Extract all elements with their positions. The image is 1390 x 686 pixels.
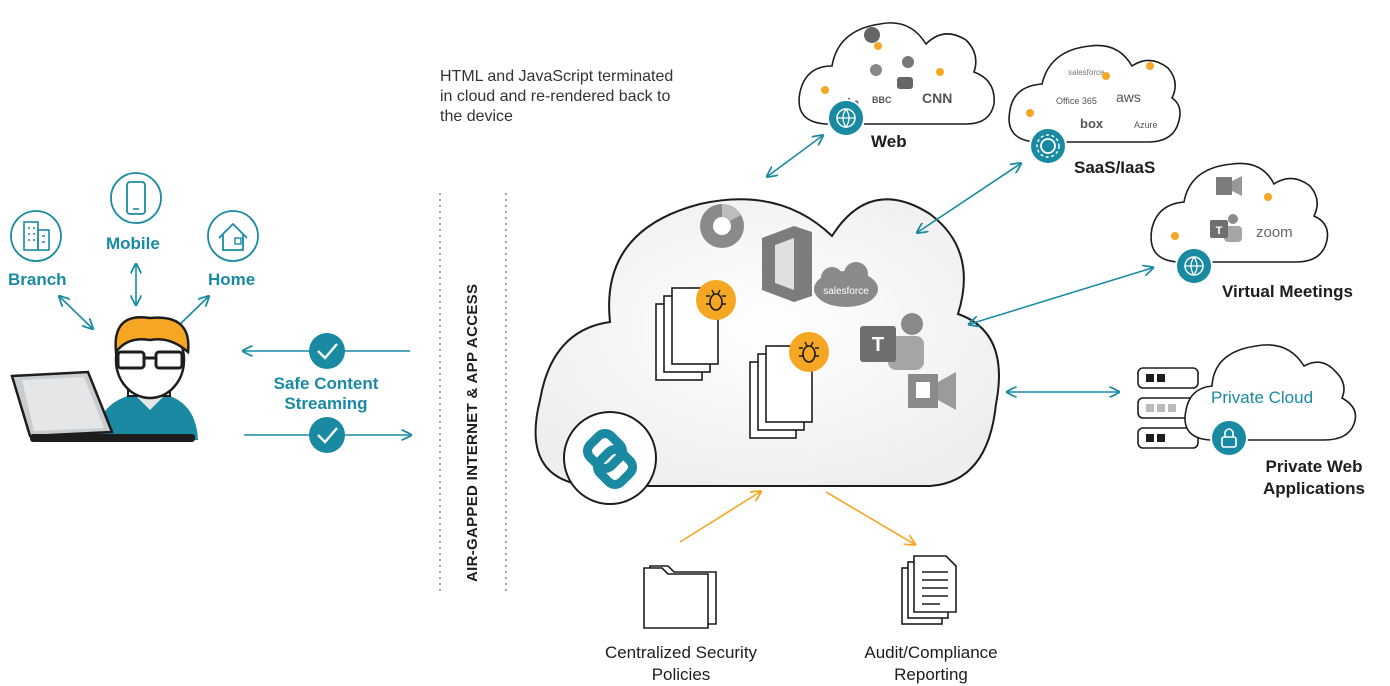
branch-arrow [60, 297, 92, 328]
web-cloud [798, 22, 995, 125]
branch-icon [10, 210, 62, 262]
biohazard-icon [936, 68, 944, 76]
saas-arrow [918, 164, 1020, 232]
brand-logo [563, 411, 657, 505]
biohazard-icon [1146, 62, 1154, 70]
salesforce-icon: salesforce [814, 262, 878, 307]
audit-label-line: Reporting [894, 665, 968, 684]
check-icon [309, 417, 345, 453]
home-label: Home [208, 270, 256, 289]
globe-icon [827, 99, 865, 137]
lock-icon [1210, 419, 1248, 457]
box-logo: box [1080, 116, 1104, 131]
policies-label-line: Centralized Security [604, 643, 758, 662]
server-rack [1137, 367, 1199, 449]
biohazard-icon [874, 42, 882, 50]
private-cloud-label: Private Cloud [1211, 388, 1314, 407]
policies-label-line: Policies [651, 665, 711, 684]
teams-icon: T [860, 313, 924, 370]
video-meet-icon [908, 372, 956, 410]
render-note-line: in cloud and re-rendered back to [440, 88, 671, 105]
audit-arrow [825, 491, 914, 544]
check-icon [309, 333, 345, 369]
policies-label: Centralized Security Policies [566, 642, 796, 686]
svg-text:T: T [872, 334, 884, 356]
nytimes-icon [870, 64, 882, 76]
bbc-logo: BBC [872, 95, 892, 105]
biohazard-icon [821, 86, 829, 94]
blogger-icon [864, 27, 880, 43]
streaming-label-line: Streaming [284, 394, 368, 413]
folder-icon [643, 565, 717, 629]
streaming-label: Safe Content Streaming [256, 374, 396, 414]
gear-icon [1029, 127, 1067, 165]
home-icon [207, 210, 259, 262]
office365-logo: Office 365 [1056, 96, 1097, 106]
policies-arrow [679, 492, 760, 543]
private-apps-label-line: Applications [1262, 479, 1365, 498]
cnn-logo: CNN [922, 90, 952, 106]
report-document-icon [901, 555, 957, 625]
private-cloud [1184, 344, 1357, 441]
malware-bug-icon [696, 280, 736, 320]
svg-text:T: T [1216, 225, 1223, 237]
branch-label: Branch [8, 270, 67, 289]
zoom-logo: zoom [1256, 224, 1293, 241]
office-icon [762, 226, 812, 302]
render-note-line: HTML and JavaScript terminated [440, 68, 674, 85]
teams-icon: T [1210, 214, 1242, 242]
mobile-label: Mobile [106, 234, 160, 253]
aws-logo: aws [1116, 89, 1141, 105]
biohazard-icon [1264, 193, 1272, 201]
malware-bug-icon [789, 332, 829, 372]
azure-logo: Azure [1134, 120, 1158, 130]
meet-icon [1216, 176, 1242, 196]
audit-label: Audit/Compliance Reporting [816, 642, 1046, 686]
chrome-icon [700, 204, 744, 248]
youtube-icon [897, 77, 913, 89]
mobile-icon [110, 172, 162, 224]
biohazard-icon [1026, 109, 1034, 117]
globe-icon [1175, 247, 1213, 285]
meetings-label: Virtual Meetings [1222, 282, 1353, 301]
web-arrow [768, 136, 822, 176]
web-label: Web [871, 132, 907, 151]
render-note: HTML and JavaScript terminated in cloud … [440, 67, 760, 127]
user-illustration [10, 315, 198, 442]
twitter-icon [902, 56, 914, 68]
svg-text:salesforce: salesforce [823, 286, 869, 297]
audit-label-line: Audit/Compliance [864, 643, 998, 662]
saas-label: SaaS/IaaS [1074, 158, 1156, 177]
meetings-cloud [1150, 162, 1329, 263]
private-apps-label: Private Web Applications [1248, 456, 1380, 500]
streaming-label-line: Safe Content [273, 374, 379, 393]
air-gap-label: AIR-GAPPED INTERNET & APP ACCESS [464, 283, 481, 582]
central-cloud [534, 198, 1000, 487]
render-note-line: the device [440, 108, 513, 125]
private-apps-label-line: Private Web [1265, 457, 1363, 476]
salesforce-logo: salesforce [1068, 68, 1105, 77]
biohazard-icon [1171, 232, 1179, 240]
meetings-arrow [970, 268, 1152, 324]
saas-cloud [1008, 44, 1181, 143]
biohazard-icon [1102, 72, 1110, 80]
